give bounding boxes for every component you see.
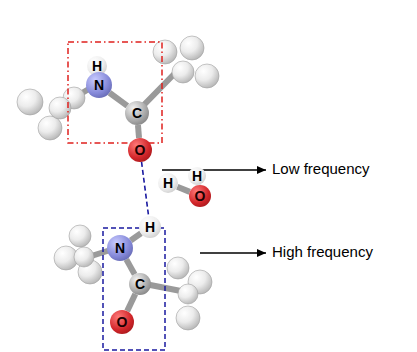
atom-symbol: C xyxy=(132,106,142,120)
atom-symbol: H xyxy=(192,169,202,183)
annotation-label: Low frequency xyxy=(272,160,370,178)
pointer-arrow xyxy=(162,169,266,171)
oxygen-atom: O xyxy=(128,138,152,162)
covalent-bond xyxy=(126,259,134,274)
covalent-bond xyxy=(138,125,139,138)
hydrogen-bond xyxy=(142,162,149,216)
atom-symbol: C xyxy=(135,277,145,291)
carbon-atom: C xyxy=(129,273,151,295)
methyl-spheres xyxy=(17,36,219,330)
oxygen-atom: O xyxy=(189,185,211,207)
pointer-arrow xyxy=(200,252,266,254)
atom-symbol: O xyxy=(195,189,206,203)
covalent-bond xyxy=(177,187,190,192)
atom-symbol: N xyxy=(94,78,104,92)
nitrogen-atom: N xyxy=(107,235,133,261)
bond-sticks xyxy=(60,68,186,292)
atom-symbol: H xyxy=(92,59,102,73)
covalent-bond xyxy=(131,233,141,240)
annotation-label: High frequency xyxy=(272,243,373,261)
atom-symbol: H xyxy=(163,176,173,190)
atom-symbol: H xyxy=(145,220,155,234)
red-dashed-box xyxy=(68,42,162,143)
hydrogen-atom: H xyxy=(139,216,161,238)
covalent-bond xyxy=(109,93,127,106)
nitrogen-atom: N xyxy=(86,72,112,98)
covalent-bond xyxy=(127,294,135,311)
oxygen-atom: O xyxy=(110,310,134,334)
atom-symbol: O xyxy=(117,315,128,329)
blue-dashed-box xyxy=(103,228,165,350)
carbon-atom: C xyxy=(125,101,149,125)
hydrogen-atom: H xyxy=(188,167,206,185)
hydrogen-atom: H xyxy=(158,173,178,193)
atom-symbol: N xyxy=(115,241,125,255)
atom-symbol: O xyxy=(135,143,146,157)
